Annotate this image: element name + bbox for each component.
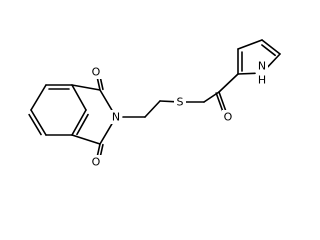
bond-pyrrole-5 — [237, 72, 256, 75]
bond-co-pyrrole — [218, 73, 239, 93]
bond-n-c2 — [99, 122, 114, 145]
atom-label-S1: S — [174, 95, 186, 109]
atom-NH-text: N — [258, 60, 266, 73]
bond-pyrrole-3 — [261, 39, 281, 55]
bond-c1-o1-inner — [99, 76, 104, 91]
bond-pyrrole-2 — [237, 39, 263, 50]
atom-label-NH: N H — [256, 60, 268, 87]
bond-benzene-4 — [71, 109, 87, 136]
bond-c1-n — [99, 89, 114, 112]
bond-c2-ring — [71, 134, 101, 145]
bond-ring-c1 — [71, 84, 101, 91]
bond-pyrrole-4 — [266, 53, 281, 69]
atom-S1-text: S — [177, 96, 184, 109]
atom-O1-text: O — [92, 66, 101, 79]
bond-pyrrole-3-inner — [261, 44, 276, 57]
bond-benzene-6-inner — [28, 113, 42, 136]
atom-label-O1: O — [90, 65, 102, 79]
bond-layer — [28, 39, 281, 158]
bond-benzene-6 — [30, 109, 47, 136]
bond-ch2-ch2 — [144, 100, 161, 118]
atom-label-N1: N — [110, 110, 122, 124]
atom-O3-text: O — [224, 111, 233, 124]
atom-N1-text: N — [112, 111, 120, 124]
bond-co-o3 — [218, 91, 227, 113]
molecule-structure-diagram: O N O S O N H — [28, 39, 281, 169]
bond-co-o3-inner — [215, 92, 224, 114]
atom-label-O3: O — [222, 110, 234, 124]
bond-benzene-4-inner — [76, 113, 89, 136]
atom-O2-text: O — [92, 156, 101, 169]
bond-benzene-1 — [30, 84, 47, 111]
bond-benzene-3 — [71, 84, 87, 111]
bond-ch2-s — [159, 100, 175, 103]
bond-c2-o2-inner — [99, 143, 104, 158]
bond-c2-o2 — [96, 143, 101, 157]
atom-label-O2: O — [90, 155, 102, 169]
atom-NH-hydrogen-text: H — [258, 74, 266, 87]
bond-c1-o1 — [96, 77, 101, 91]
